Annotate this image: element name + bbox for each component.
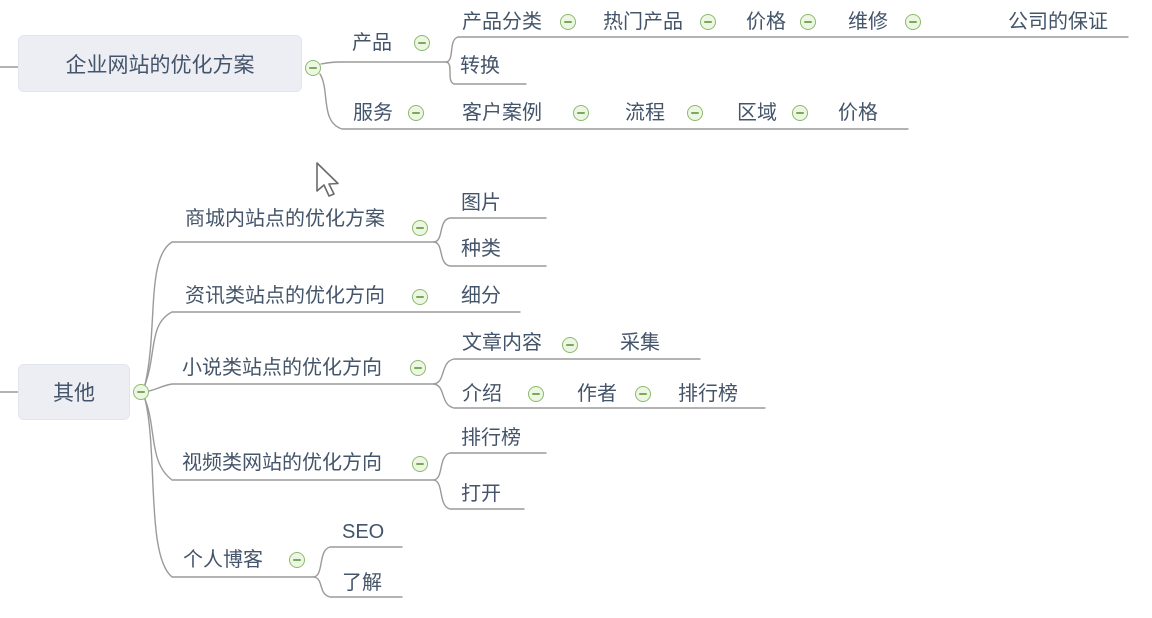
connector (320, 61, 447, 65)
minus-glyph (796, 112, 804, 114)
topic-segmentation[interactable]: 细分 (461, 285, 501, 307)
connector (143, 311, 521, 388)
topic-article-content[interactable]: 文章内容 (462, 332, 542, 354)
topic-images[interactable]: 图片 (461, 192, 501, 214)
topic-open[interactable]: 打开 (461, 483, 501, 505)
topic-collection[interactable]: 采集 (620, 332, 660, 354)
minus-glyph (564, 21, 572, 23)
topic-region[interactable]: 区域 (737, 102, 777, 124)
collapse-icon[interactable] (905, 14, 921, 30)
collapse-icon[interactable] (412, 220, 428, 236)
topic-process[interactable]: 流程 (625, 102, 665, 124)
minus-glyph (566, 344, 574, 346)
connector (313, 546, 403, 578)
topic-video-site-direction[interactable]: 视频类网站的优化方向 (182, 452, 382, 474)
minus-glyph (691, 112, 699, 114)
connector (143, 396, 435, 481)
topic-news-site-direction[interactable]: 资讯类站点的优化方向 (185, 285, 385, 307)
collapse-icon[interactable] (410, 360, 426, 376)
topic-introduction[interactable]: 介绍 (462, 383, 502, 405)
minus-glyph (577, 112, 585, 114)
connector (433, 358, 701, 385)
collapse-icon[interactable] (700, 14, 716, 30)
connector (433, 241, 547, 267)
root-topic-enterprise-site[interactable]: 企业网站的优化方案 (18, 35, 302, 92)
connector (313, 576, 403, 598)
connector (433, 452, 547, 481)
minus-glyph (412, 112, 420, 114)
minus-glyph (416, 296, 424, 298)
minus-glyph (137, 391, 145, 393)
topic-company-guarantee[interactable]: 公司的保证 (1008, 11, 1108, 33)
topic-mall-site-plan[interactable]: 商城内站点的优化方案 (185, 208, 385, 230)
topic-price[interactable]: 价格 (746, 11, 786, 33)
topic-hot-products[interactable]: 热门产品 (603, 11, 683, 33)
topic-categories[interactable]: 种类 (461, 238, 501, 260)
topic-understand[interactable]: 了解 (342, 572, 382, 594)
topic-personal-blog[interactable]: 个人博客 (183, 549, 263, 571)
collapse-icon[interactable] (414, 35, 430, 51)
minus-glyph (414, 367, 422, 369)
topic-author[interactable]: 作者 (577, 383, 617, 405)
collapse-icon[interactable] (562, 337, 578, 353)
connector (445, 61, 527, 85)
connector (144, 398, 315, 578)
topic-service[interactable]: 服务 (353, 102, 393, 124)
minus-glyph (909, 21, 917, 23)
connector (144, 241, 435, 386)
collapse-icon[interactable] (289, 552, 305, 568)
connector (445, 36, 1129, 63)
connector (433, 383, 766, 409)
collapse-icon[interactable] (635, 386, 651, 402)
minus-glyph (309, 67, 317, 69)
collapse-icon[interactable] (792, 105, 808, 121)
minus-glyph (418, 42, 426, 44)
topic-product-category[interactable]: 产品分类 (462, 11, 542, 33)
topic-video-ranking[interactable]: 排行榜 (461, 427, 521, 449)
collapse-icon[interactable] (133, 384, 149, 400)
topic-repair[interactable]: 维修 (848, 11, 888, 33)
connector (319, 73, 909, 130)
topic-product[interactable]: 产品 (352, 32, 392, 54)
minus-glyph (532, 393, 540, 395)
minus-glyph (416, 227, 424, 229)
root-topic-other[interactable]: 其他 (18, 364, 130, 420)
root-topic-label: 企业网站的优化方案 (65, 53, 255, 77)
collapse-icon[interactable] (528, 386, 544, 402)
topic-seo[interactable]: SEO (342, 521, 385, 543)
connector (148, 383, 435, 392)
connector (433, 217, 547, 243)
collapse-icon[interactable] (412, 289, 428, 305)
connector (433, 479, 525, 510)
collapse-icon[interactable] (560, 14, 576, 30)
collapse-icon[interactable] (408, 105, 424, 121)
minus-glyph (416, 463, 424, 465)
minus-glyph (293, 559, 301, 561)
topic-service-price[interactable]: 价格 (838, 102, 878, 124)
topic-customer-cases[interactable]: 客户案例 (462, 102, 542, 124)
topic-novel-site-direction[interactable]: 小说类站点的优化方向 (182, 357, 382, 379)
minus-glyph (639, 393, 647, 395)
collapse-icon[interactable] (412, 456, 428, 472)
minus-glyph (804, 21, 812, 23)
collapse-icon[interactable] (687, 105, 703, 121)
collapse-icon[interactable] (800, 14, 816, 30)
collapse-icon[interactable] (573, 105, 589, 121)
minus-glyph (704, 21, 712, 23)
topic-conversion[interactable]: 转换 (460, 55, 500, 77)
root-topic-label: 其他 (53, 382, 95, 405)
topic-ranking-list[interactable]: 排行榜 (678, 383, 738, 405)
collapse-icon[interactable] (305, 60, 321, 76)
